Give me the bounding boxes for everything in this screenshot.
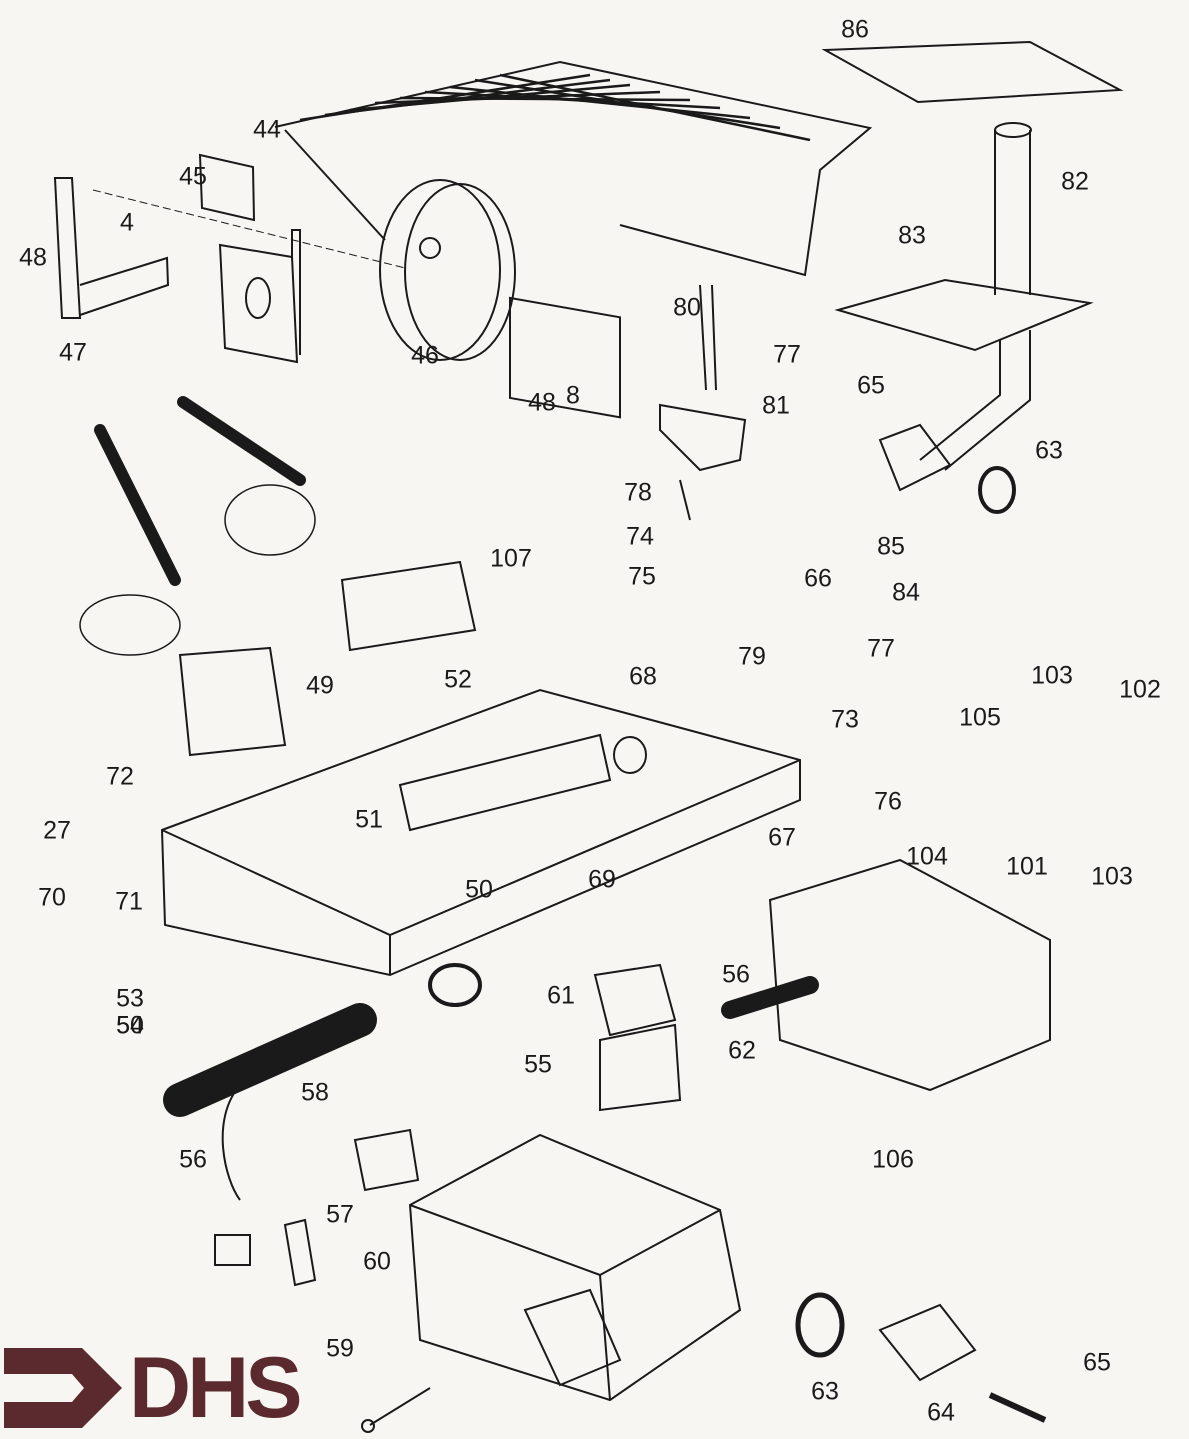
part-label-105: 105 <box>959 703 1001 732</box>
part-label-56: 56 <box>722 960 750 989</box>
terminal-block <box>398 733 612 832</box>
part-label-58: 58 <box>301 1078 329 1107</box>
part-label-4: 4 <box>120 208 134 237</box>
part-label-55: 55 <box>524 1050 552 1079</box>
part-label-51: 51 <box>355 805 383 834</box>
part-label-60: 60 <box>363 1247 391 1276</box>
flue-assembly <box>821 40 1124 514</box>
part-label-106: 106 <box>872 1145 914 1174</box>
gas-inlet <box>795 1292 1047 1423</box>
part-label-62: 62 <box>728 1036 756 1065</box>
heat-exchanger <box>274 60 873 419</box>
part-label-67: 67 <box>768 823 796 852</box>
part-label-63: 63 <box>1035 436 1063 465</box>
control-box <box>160 688 801 977</box>
part-label-83: 83 <box>898 221 926 250</box>
part-label-69: 69 <box>588 865 616 894</box>
ignition-electrode <box>659 284 747 521</box>
part-label-107: 107 <box>490 544 532 573</box>
arrow-right-icon <box>4 1348 122 1428</box>
outer-cover <box>408 1133 742 1402</box>
part-label-50: 50 <box>465 875 493 904</box>
part-label-77: 77 <box>867 634 895 663</box>
part-label-70: 70 <box>38 883 66 912</box>
part-label-61: 61 <box>547 981 575 1010</box>
part-label-48: 48 <box>528 388 556 417</box>
thermostats <box>79 396 477 757</box>
part-label-74: 74 <box>626 522 654 551</box>
part-label-50: 50 <box>116 1011 144 1040</box>
screw-head <box>361 1419 375 1433</box>
part-label-53: 53 <box>116 984 144 1013</box>
part-label-47: 47 <box>59 338 87 367</box>
brand-logo: DHS <box>4 1340 334 1436</box>
part-label-75: 75 <box>628 562 656 591</box>
part-label-80: 80 <box>673 293 701 322</box>
part-label-64: 64 <box>927 1398 955 1427</box>
part-label-78: 78 <box>624 478 652 507</box>
gas-valve <box>593 858 1051 1112</box>
brand-name: DHS <box>129 1340 303 1436</box>
part-label-77: 77 <box>773 340 801 369</box>
part-label-52: 52 <box>444 665 472 694</box>
part-label-56: 56 <box>179 1145 207 1174</box>
part-label-102: 102 <box>1119 675 1161 704</box>
part-label-81: 81 <box>762 391 790 420</box>
part-label-63: 63 <box>811 1377 839 1406</box>
part-label-59: 59 <box>326 1334 354 1363</box>
part-label-45: 45 <box>179 162 207 191</box>
part-label-57: 57 <box>326 1200 354 1229</box>
part-label-103: 103 <box>1091 862 1133 891</box>
part-label-72: 72 <box>106 762 134 791</box>
part-label-65: 65 <box>1083 1348 1111 1377</box>
part-label-66: 66 <box>804 564 832 593</box>
part-label-8: 8 <box>566 381 580 410</box>
part-label-54: 54 <box>116 1011 144 1040</box>
part-label-44: 44 <box>253 115 281 144</box>
part-label-73: 73 <box>831 705 859 734</box>
part-label-49: 49 <box>306 671 334 700</box>
part-label-27: 27 <box>43 816 71 845</box>
part-label-104: 104 <box>906 842 948 871</box>
part-label-48: 48 <box>19 243 47 272</box>
part-label-68: 68 <box>629 662 657 691</box>
part-label-76: 76 <box>874 787 902 816</box>
cover-box <box>198 153 301 364</box>
part-label-84: 84 <box>892 578 920 607</box>
part-label-65: 65 <box>857 371 885 400</box>
bracket <box>53 177 406 319</box>
part-label-79: 79 <box>738 642 766 671</box>
part-label-101: 101 <box>1006 852 1048 881</box>
part-label-86: 86 <box>841 15 869 44</box>
screw <box>369 1387 431 1426</box>
push-button <box>163 963 482 1287</box>
part-label-82: 82 <box>1061 167 1089 196</box>
part-label-85: 85 <box>877 532 905 561</box>
part-label-103: 103 <box>1031 661 1073 690</box>
part-label-46: 46 <box>411 341 439 370</box>
part-label-71: 71 <box>115 887 143 916</box>
